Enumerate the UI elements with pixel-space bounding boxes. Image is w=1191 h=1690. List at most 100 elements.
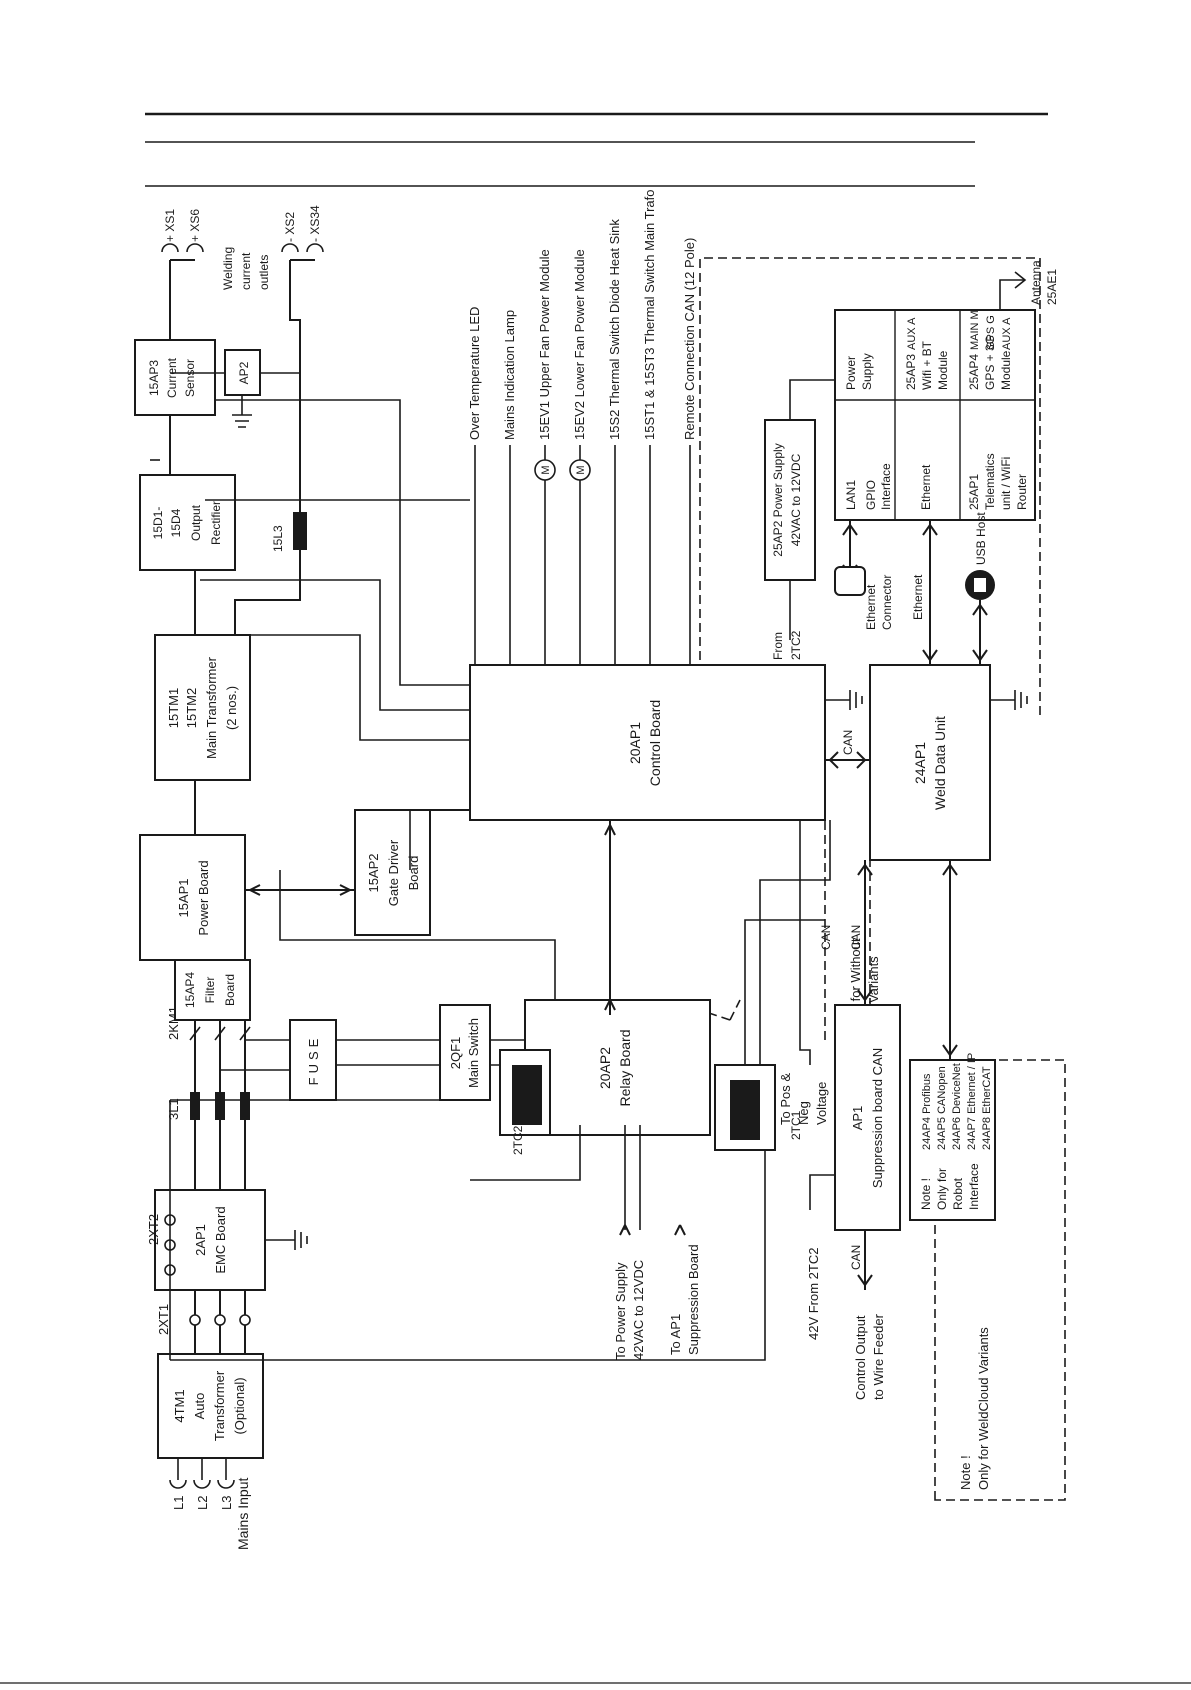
tel-gps-3: Module — [999, 350, 1013, 390]
to-ap1-2: Suppression Board — [686, 1244, 701, 1355]
antenna-icon — [999, 271, 1027, 310]
from-2tc2-1: From — [771, 632, 785, 660]
choke-3l1: 3L1 — [166, 1020, 250, 1190]
power-gate-arrows — [249, 884, 351, 896]
outlet-xs6: + XS6 — [188, 209, 202, 242]
tel-main-m: MAIN M — [969, 310, 981, 350]
auto-transformer-id: 4TM1 — [172, 1389, 187, 1422]
fuse-feed — [220, 1039, 290, 1071]
ap2-ground — [232, 395, 252, 428]
output-over-temp-led: Over Temperature LED — [467, 307, 482, 440]
fan-motor-symbol: M — [540, 465, 552, 474]
tel-router-4: Router — [1015, 474, 1029, 510]
fan-motor-symbol: M — [575, 465, 587, 474]
power-board-name: Power Board — [196, 860, 211, 935]
2tc1-to-control — [744, 919, 825, 1065]
outlet-xs34: - XS34 — [308, 205, 322, 242]
sense-wire-transformer — [250, 634, 470, 741]
to-ap1-1: To AP1 — [668, 1314, 683, 1355]
tel-gps-g: GPS G — [985, 315, 997, 350]
gate-driver-line3: Board — [406, 856, 421, 891]
to-power-supply-1: To Power Supply — [613, 1262, 628, 1360]
output-thermal-diode: 15S2 Thermal Switch Diode Heat Sink — [607, 219, 622, 440]
transformer-2tc2: 2TC2 — [499, 1049, 551, 1155]
fieldbus-module: 24AP8 EtherCAT — [981, 1066, 993, 1150]
2tc2-outputs — [470, 1125, 641, 1230]
output-upper-fan: 15EV1 Upper Fan Power Module — [537, 249, 552, 440]
auto-transformer-line4: (Optional) — [232, 1377, 247, 1434]
tel-gpio-1: GPIO — [864, 480, 878, 510]
2tc2-arrows — [619, 1224, 686, 1236]
can-link-label: CAN — [841, 730, 855, 755]
sense-wire-current — [215, 399, 470, 686]
tel-gps-1: 25AP4 — [967, 354, 981, 390]
ethernet-connector-icon — [834, 566, 866, 596]
control-board-id: 20AP1 — [627, 722, 643, 764]
relay-control-arrows — [604, 824, 616, 1011]
output-mains-lamp: Mains Indication Lamp — [502, 310, 517, 440]
tel-router-3: unit / WiFi — [999, 457, 1013, 510]
phase-connector — [193, 1458, 211, 1489]
control-output-1: Control Output — [853, 1315, 868, 1400]
usb-arrows — [972, 604, 988, 661]
block-current-sensor — [134, 339, 216, 416]
control-output-list: M M Over Temperature LED Mains Indicatio… — [467, 190, 697, 665]
weld-data-unit-name: Weld Data Unit — [932, 716, 948, 810]
fuse-to-switch — [336, 1039, 445, 1066]
note-robot-3: Robot — [951, 1177, 965, 1210]
terminal-2xt1: 2XT1 — [156, 1290, 251, 1354]
tel-ethernet: Ethernet — [919, 464, 933, 510]
main-transformer-line4: (2 nos.) — [224, 686, 239, 730]
note-robot-1: Note ! — [919, 1178, 933, 1210]
tel-ps-1: Power — [844, 356, 858, 390]
outlet-negative — [281, 243, 324, 253]
fan-lower-icon — [569, 459, 591, 481]
tel-wifi-1: 25AP3 — [904, 354, 918, 390]
main-transformer-line1: 15TM1 — [166, 688, 181, 728]
block-gate-driver — [354, 809, 431, 936]
filter-board-line2: Filter — [203, 977, 217, 1004]
outlets-label-2: current — [239, 252, 253, 290]
block-main-transformer — [154, 634, 251, 781]
tel-aux-a: AUX A — [906, 317, 918, 350]
can-link-arrows — [829, 751, 866, 769]
rectifier-line3: Output — [189, 504, 203, 541]
transformer-2tc1-label: 2TC1 — [789, 1110, 803, 1140]
note-robot-4: Interface — [967, 1163, 981, 1210]
fieldbus-module-list: 24AP4 Profibus 24AP5 CANopen 24AP6 Devic… — [921, 1053, 993, 1150]
output-can-label: CAN — [849, 1245, 863, 1270]
block-output-rectifier — [139, 474, 236, 571]
current-sensor-line2: Current — [165, 357, 179, 398]
rectifier-line4: Rectifier — [209, 501, 223, 545]
emc-ground-symbol — [265, 1230, 308, 1250]
control-output-2: to Wire Feeder — [871, 1313, 886, 1400]
phase-label-l1: L1 — [171, 1496, 186, 1510]
emc-board-id: 2AP1 — [193, 1224, 208, 1256]
ethernet-connector-2: Connector — [880, 575, 894, 630]
fieldbus-module: 24AP6 DeviceNet — [951, 1063, 963, 1150]
negative-output-wire — [289, 260, 301, 512]
tel-gps-2: GPS + 3G — [983, 335, 997, 390]
transformer-2tc1: 2TC1 — [714, 1064, 803, 1151]
output-lower-fan: 15EV2 Lower Fan Power Module — [572, 249, 587, 440]
ps-to-telematics — [789, 379, 835, 420]
antenna-label-2: 25AE1 — [1045, 269, 1059, 305]
tel-gpio-2: Interface — [879, 463, 893, 510]
welding-outlets: + XS1 + XS6 - XS2 - XS34 Welding current… — [161, 205, 324, 290]
phase-connector — [169, 1458, 187, 1489]
inductor-15l3 — [293, 512, 307, 550]
output-remote-can: Remote Connection CAN (12 Pole) — [682, 238, 697, 440]
rectifier-line1: 15D1- — [151, 507, 165, 540]
note-robot-2: Only for — [935, 1168, 949, 1210]
gate-driver-line2: Gate Driver — [386, 839, 401, 906]
relay-board-id: 20AP2 — [597, 1047, 613, 1089]
ethernet-connector-1: Ethernet — [864, 584, 878, 630]
suppression-wdu-arrows — [857, 864, 873, 1001]
block-telematics-unit: LAN1 GPIO Interface Ethernet 25AP1 Telem… — [834, 309, 1036, 521]
control-ground-symbol — [825, 690, 863, 710]
auto-transformer-line3: Transformer — [212, 1370, 227, 1441]
ap2-label: AP2 — [237, 361, 251, 384]
weldcloud-enclosure — [934, 1059, 1066, 1501]
note-weldcloud-2: Only for WeldCloud Variants — [976, 1327, 991, 1490]
sense-wire-rectifier-b — [200, 579, 470, 711]
